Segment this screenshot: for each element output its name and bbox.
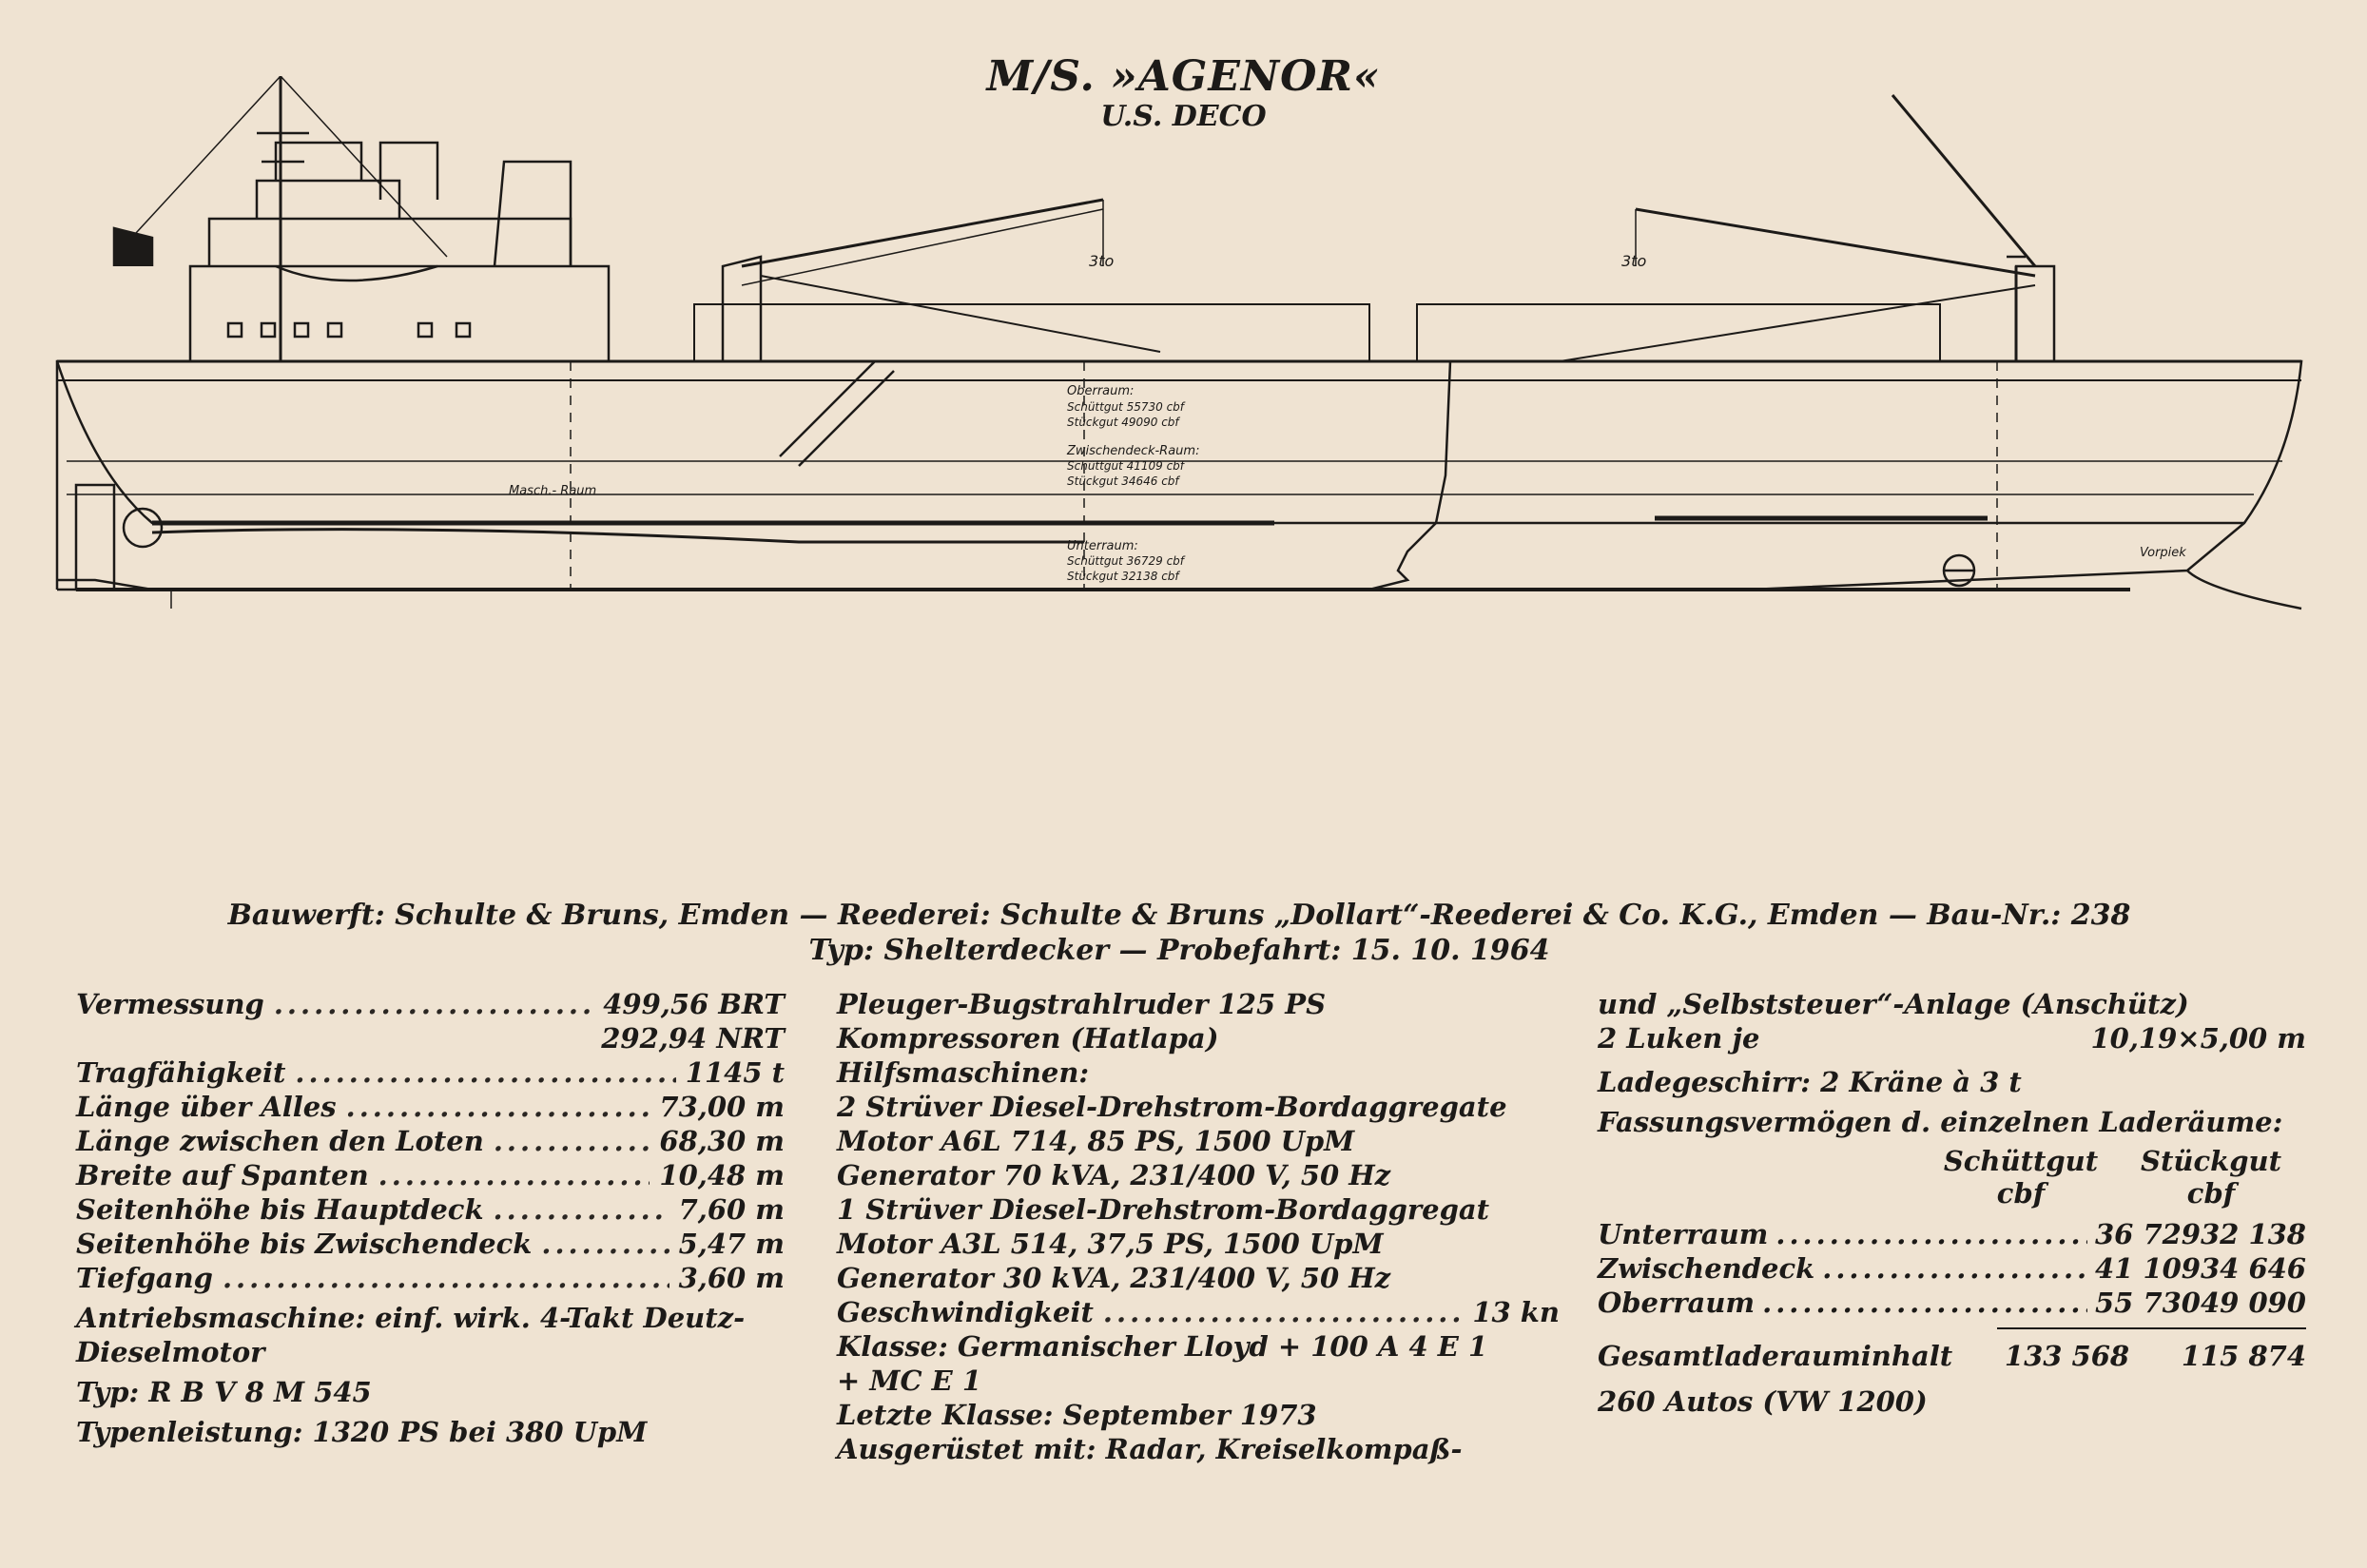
spec-value: 13 kn — [1472, 1296, 1560, 1328]
klasse-text: Klasse: Germanischer Lloyd + 100 A 4 E 1… — [837, 1330, 1488, 1397]
spec-value: 68,30 m — [659, 1125, 785, 1157]
spec-label: Vermessung — [76, 988, 264, 1020]
text-line: und „Selbststeuer“-Anlage (Anschütz) — [1598, 988, 2189, 1020]
text-line: Generator 70 kVA, 231/400 V, 50 Hz — [837, 1159, 1391, 1191]
spec-label: Seitenhöhe bis Hauptdeck — [76, 1193, 484, 1226]
spec-vermessung: Vermessung 499,56 BRT — [76, 987, 785, 1021]
row-value-schuettgut: 36 729 — [2095, 1218, 2201, 1250]
oberraum-line2: Stückgut 49090 cbf — [1067, 416, 1180, 429]
spec-row: Länge zwischen den Loten 68,30 m — [76, 1124, 785, 1158]
unterraum-title: Unterraum: — [1067, 539, 1138, 553]
caption-line-2: Typ: Shelterdecker — Probefahrt: 15. 10.… — [808, 934, 1550, 967]
typ-text: Typ: R B V 8 M 545 — [76, 1376, 372, 1408]
text-line: Generator 30 kVA, 231/400 V, 50 Hz — [837, 1262, 1391, 1294]
spec-column-1: Vermessung 499,56 BRT 292,94 NRT Tragfäh… — [76, 987, 785, 1449]
spec-luken: 2 Luken je 10,19×5,00 m — [1598, 1021, 2306, 1055]
page-title: M/S. »AGENOR« — [986, 52, 1381, 101]
spec-value: 292,94 NRT — [601, 1022, 785, 1055]
spec-value: 5,47 m — [678, 1228, 785, 1260]
spec-column-2: Pleuger-Bugstrahlruder 125 PS Kompressor… — [837, 987, 1560, 1466]
ausgeruestet-text: Ausgerüstet mit: Radar, Kreiselkompaß- — [837, 1433, 1463, 1465]
masch-raum-label: Masch.- Raum — [509, 484, 596, 498]
spec-row: Länge über Alles 73,00 m — [76, 1090, 785, 1124]
oberraum-line1: Schüttgut 55730 cbf — [1067, 400, 1186, 414]
table-row: Oberraum 55 730 49 090 — [1598, 1286, 2306, 1320]
spec-label: Tiefgang — [76, 1262, 213, 1294]
row-value-schuettgut: 41 109 — [2095, 1252, 2201, 1285]
table-row: Zwischendeck 41 109 34 646 — [1598, 1251, 2306, 1286]
fassung-text: Fassungsvermögen d. einzelnen Laderäume: — [1598, 1106, 2283, 1138]
ship-profile-drawing: 3to 3to Oberraum: Schüttgut 55730 cbf St… — [55, 76, 2303, 610]
spec-row: Seitenhöhe bis Hauptdeck 7,60 m — [76, 1192, 785, 1227]
spec-value: 1145 t — [685, 1056, 785, 1089]
spec-value: 3,60 m — [678, 1262, 785, 1294]
text-line: Pleuger-Bugstrahlruder 125 PS — [837, 988, 1327, 1020]
spec-value: 7,60 m — [678, 1193, 785, 1226]
unit-stueckgut: cbf — [2186, 1177, 2236, 1210]
text-line: Hilfsmaschinen: — [837, 1056, 1090, 1089]
right-crane — [2014, 264, 2056, 361]
unterraum-line2: Stückgut 32138 cbf — [1067, 570, 1180, 583]
spec-value: 73,00 m — [659, 1091, 785, 1123]
total-value-stueckgut: 115 874 — [2181, 1340, 2306, 1372]
row-label: Oberraum — [1598, 1287, 1756, 1319]
total-value-schuettgut: 133 568 — [2004, 1340, 2130, 1372]
text-line: Motor A3L 514, 37,5 PS, 1500 UpM — [837, 1228, 1384, 1260]
spec-vermessung-nrt: 292,94 NRT — [76, 1021, 785, 1055]
row-value-stueckgut: 49 090 — [2201, 1287, 2306, 1319]
unterraum-line1: Schüttgut 36729 cbf — [1067, 554, 1186, 568]
header-stueckgut: Stückgut — [2141, 1145, 2281, 1177]
zwischendeck-line2: Stückgut 34646 cbf — [1067, 474, 1180, 488]
text-line: Motor A6L 714, 85 PS, 1500 UpM — [837, 1125, 1355, 1157]
zwischendeck-title: Zwischendeck-Raum: — [1066, 444, 1199, 458]
left-crane — [721, 255, 763, 361]
spec-label: Länge über Alles — [76, 1091, 337, 1123]
spec-row: Breite auf Spanten 10,48 m — [76, 1158, 785, 1192]
crane-left-label: 3to — [1089, 252, 1114, 270]
spec-value: 10,48 m — [659, 1159, 785, 1191]
caption-line-1: Bauwerft: Schulte & Bruns, Emden — Reede… — [227, 899, 2131, 932]
unit-schuettgut: cbf — [1996, 1177, 2046, 1210]
spec-geschwindigkeit: Geschwindigkeit 13 kn — [837, 1295, 1560, 1329]
antrieb-text: Antriebsmaschine: einf. wirk. 4-Takt Deu… — [76, 1302, 746, 1368]
spec-label: Geschwindigkeit — [837, 1296, 1094, 1328]
spec-value: 499,56 BRT — [603, 988, 785, 1020]
spec-value: 10,19×5,00 m — [2090, 1022, 2306, 1055]
spec-row: Tiefgang 3,60 m — [76, 1261, 785, 1295]
spec-label: 2 Luken je — [1598, 1022, 1760, 1055]
row-label: Zwischendeck — [1598, 1252, 1815, 1285]
table-row: Unterraum 36 729 32 138 — [1598, 1217, 2306, 1251]
row-value-stueckgut: 32 138 — [2201, 1218, 2306, 1250]
total-rule — [1997, 1327, 2306, 1329]
letzte-klasse-text: Letzte Klasse: September 1973 — [837, 1399, 1317, 1431]
capacity-units: cbf cbf — [1598, 1177, 2306, 1210]
page-subtitle: U.S. DECO — [1100, 100, 1267, 133]
zwischendeck-line1: Schüttgut 41109 cbf — [1067, 459, 1186, 473]
spec-label: Länge zwischen den Loten — [76, 1125, 484, 1157]
row-label: Unterraum — [1598, 1218, 1769, 1250]
text-line: 1 Strüver Diesel-Drehstrom-Bordaggregat — [837, 1193, 1490, 1226]
crane-right-label: 3to — [1621, 252, 1646, 270]
autos-text: 260 Autos (VW 1200) — [1598, 1385, 1928, 1418]
total-label: Gesamtladerauminhalt — [1598, 1340, 1953, 1372]
vorpiek-label: Vorpiek — [2140, 546, 2186, 560]
header-schuettgut: Schüttgut — [1943, 1145, 2099, 1177]
capacity-header: Schüttgut Stückgut — [1598, 1145, 2306, 1177]
spec-label: Tragfähigkeit — [76, 1056, 286, 1089]
text-line: 2 Strüver Diesel-Drehstrom-Bordaggregate — [837, 1091, 1507, 1123]
ladegeschirr-text: Ladegeschirr: 2 Kräne à 3 t — [1598, 1066, 2022, 1098]
spec-column-3: und „Selbststeuer“-Anlage (Anschütz) 2 L… — [1598, 987, 2306, 1419]
row-value-stueckgut: 34 646 — [2201, 1252, 2306, 1285]
row-value-schuettgut: 55 730 — [2095, 1287, 2201, 1319]
spec-label: Breite auf Spanten — [76, 1159, 369, 1191]
spec-row: Seitenhöhe bis Zwischendeck 5,47 m — [76, 1227, 785, 1261]
leistung-text: Typenleistung: 1320 PS bei 380 UpM — [76, 1416, 648, 1448]
total-row: Gesamtladerauminhalt 133 568 115 874 — [1598, 1339, 2306, 1373]
spec-label: Seitenhöhe bis Zwischendeck — [76, 1228, 533, 1260]
text-line: Kompressoren (Hatlapa) — [837, 1022, 1219, 1055]
spec-row: Tragfähigkeit 1145 t — [76, 1055, 785, 1090]
oberraum-title: Oberraum: — [1067, 384, 1134, 398]
